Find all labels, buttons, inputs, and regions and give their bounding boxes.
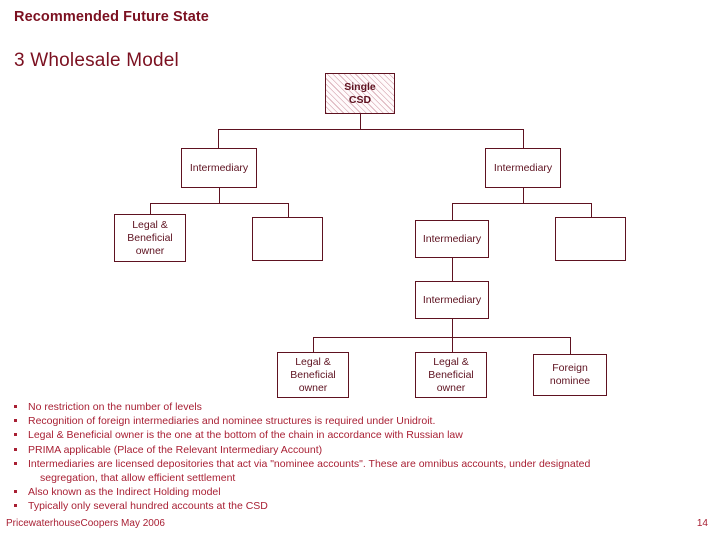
connector-line (360, 114, 361, 129)
connector-line (313, 337, 314, 352)
node-intermediary-l1: Intermediary (181, 148, 257, 188)
bullet-square-icon (14, 419, 17, 423)
bullet-item: No restriction on the number of levels (0, 400, 720, 414)
bullet-square-icon (14, 405, 17, 408)
node-label: Single CSD (344, 80, 376, 106)
bullet-text: PRIMA applicable (Place of the Relevant … (28, 443, 323, 456)
connector-line (218, 129, 219, 148)
bullet-item: PRIMA applicable (Place of the Relevant … (0, 443, 720, 457)
bullet-text: Intermediaries are licensed depositories… (28, 457, 591, 470)
bullet-square-icon (14, 461, 17, 465)
connector-line (150, 203, 151, 214)
bullet-text: Recognition of foreign intermediaries an… (28, 415, 436, 428)
bullet-text: Legal & Beneficial owner is the one at t… (28, 429, 463, 442)
bullet-continuation: segregation, that allow efficient settle… (40, 472, 236, 485)
connector-line (452, 258, 453, 281)
bullet-square-icon (14, 490, 17, 494)
connector-line (452, 337, 453, 352)
bullet-item: Typically only several hundred accounts … (0, 499, 720, 513)
node-legal-owner-c2: Legal & Beneficial owner (415, 352, 487, 398)
connector-line (523, 188, 524, 203)
node-label: Intermediary (422, 232, 482, 245)
bullet-item: Intermediaries are licensed depositories… (0, 457, 720, 471)
connector-line (313, 337, 570, 338)
connector-line (591, 203, 592, 217)
footer-page-number: 14 (696, 518, 708, 529)
node-label: Legal & Beneficial owner (428, 355, 474, 394)
footer-company: PricewaterhouseCoopers May 2006 (6, 518, 165, 529)
node-label: Legal & Beneficial owner (290, 355, 336, 394)
node-legal-owner-c1: Legal & Beneficial owner (277, 352, 349, 398)
bullet-item: Recognition of foreign intermediaries an… (0, 414, 720, 428)
node-label: Intermediary (189, 161, 249, 174)
node-label: Foreign nominee (549, 362, 591, 387)
connector-line (452, 319, 453, 337)
node-foreign-nominee: Foreign nominee (533, 354, 607, 396)
node-label: Intermediary (422, 293, 482, 306)
bullet-square-icon (14, 447, 17, 451)
node-label: Intermediary (493, 161, 553, 174)
bullet-text: Typically only several hundred accounts … (28, 500, 268, 513)
bullet-item: Also known as the Indirect Holding model (0, 485, 720, 499)
bullet-square-icon (14, 504, 17, 508)
page-title: Recommended Future State (14, 9, 209, 25)
node-label: Legal & Beneficial owner (127, 218, 173, 257)
node-legal-owner-l: Legal & Beneficial owner (114, 214, 186, 262)
connector-line (452, 203, 591, 204)
node-empty-box-r (555, 217, 626, 261)
connector-line (570, 337, 571, 354)
connector-line (523, 129, 524, 148)
node-intermediary-r1: Intermediary (485, 148, 561, 188)
page-subtitle: 3 Wholesale Model (14, 50, 179, 71)
connector-line (218, 129, 523, 130)
bullet-text: No restriction on the number of levels (28, 401, 202, 413)
connector-line (150, 203, 288, 204)
bullet-text: Also known as the Indirect Holding model (28, 486, 221, 499)
connector-line (219, 188, 220, 203)
node-empty-box-l (252, 217, 323, 261)
node-single-csd: Single CSD (325, 73, 395, 114)
connector-line (452, 203, 453, 220)
bullet-square-icon (14, 433, 17, 437)
bullet-item: Legal & Beneficial owner is the one at t… (0, 428, 720, 442)
node-intermediary-r2: Intermediary (415, 220, 489, 258)
connector-line (288, 203, 289, 217)
node-intermediary-r3: Intermediary (415, 281, 489, 319)
